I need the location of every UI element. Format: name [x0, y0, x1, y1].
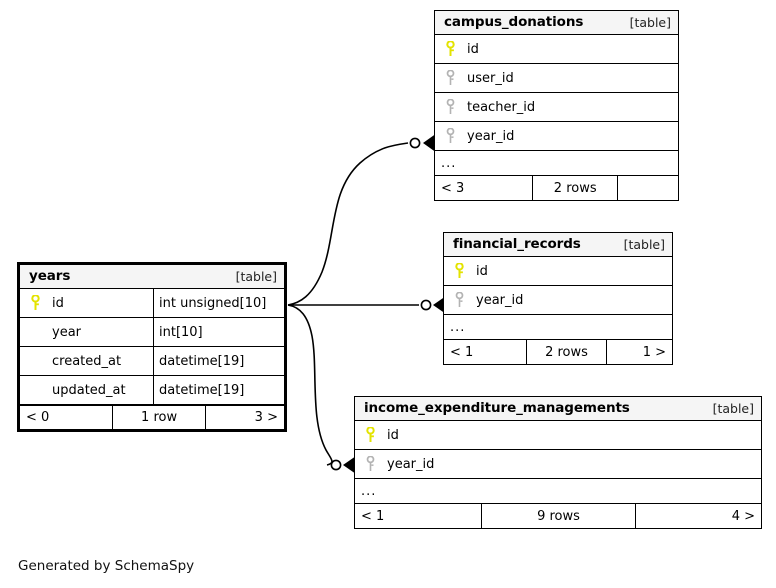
- row-count: 1 row: [112, 406, 204, 429]
- column-name: updated_at: [52, 382, 126, 398]
- foreign-key-icon: [450, 292, 468, 308]
- table-footer-financial_records: < 1 2 rows 1 >: [444, 340, 672, 364]
- table-kind-label: [table]: [235, 268, 277, 284]
- parent-count[interactable]: < 1: [361, 508, 385, 524]
- relationship-years-financial_records: [288, 296, 447, 314]
- optional-marker-icon: [330, 459, 342, 471]
- column-type: int unsigned[10]: [153, 289, 284, 317]
- table-header-income_expenditure_managements: income_expenditure_managements [table]: [355, 397, 761, 421]
- table-row[interactable]: id: [444, 257, 672, 286]
- more-columns-indicator[interactable]: ...: [444, 315, 672, 340]
- table-footer-campus_donations: < 3 2 rows: [435, 176, 678, 200]
- parent-count[interactable]: < 1: [450, 344, 474, 360]
- optional-marker-icon: [420, 299, 432, 311]
- child-count[interactable]: 4 >: [635, 504, 761, 528]
- more-columns-indicator[interactable]: ...: [355, 479, 761, 504]
- table-card-campus_donations[interactable]: campus_donations [table] id: [434, 10, 679, 201]
- column-name: created_at: [52, 353, 122, 369]
- column-name: year_id: [467, 128, 515, 144]
- table-row[interactable]: teacher_id: [435, 93, 678, 122]
- relationship-years-campus_donations: [287, 133, 438, 306]
- foreign-key-icon: [361, 456, 379, 472]
- table-row[interactable]: id: [435, 35, 678, 64]
- table-row[interactable]: id: [355, 421, 761, 450]
- primary-key-icon: [26, 295, 44, 311]
- table-footer-years: < 0 1 row 3 >: [20, 405, 284, 429]
- table-row[interactable]: year_id: [355, 450, 761, 479]
- primary-key-icon: [450, 263, 468, 279]
- table-title-income_expenditure_managements: income_expenditure_managements: [364, 400, 630, 416]
- column-name: id: [467, 41, 479, 57]
- parent-count[interactable]: < 0: [26, 410, 50, 425]
- table-kind-label: [table]: [712, 400, 754, 416]
- primary-key-icon: [441, 41, 459, 57]
- table-row[interactable]: year_id: [435, 122, 678, 151]
- primary-key-icon: [361, 427, 379, 443]
- foreign-key-icon: [441, 99, 459, 115]
- table-kind-label: [table]: [629, 14, 671, 30]
- row-count: 9 rows: [480, 504, 635, 528]
- table-header-years: years [table]: [20, 265, 284, 289]
- relationship-years-income_expenditure_managements: [287, 304, 357, 474]
- foreign-key-icon: [441, 128, 459, 144]
- column-name: id: [387, 427, 399, 443]
- child-count[interactable]: 3 >: [204, 406, 284, 429]
- table-title-financial_records: financial_records: [453, 236, 581, 252]
- table-card-years[interactable]: years [table] id int unsigned[10] year: [17, 262, 287, 432]
- column-name: teacher_id: [467, 99, 536, 115]
- table-title-years: years: [29, 268, 71, 284]
- table-title-campus_donations: campus_donations: [444, 14, 584, 30]
- table-card-financial_records[interactable]: financial_records [table] id: [443, 232, 673, 365]
- more-columns-indicator[interactable]: ...: [435, 151, 678, 176]
- column-name: year_id: [476, 292, 524, 308]
- child-count[interactable]: 1 >: [605, 340, 672, 364]
- table-row[interactable]: year_id: [444, 286, 672, 315]
- parent-count[interactable]: < 3: [441, 180, 465, 196]
- column-name: id: [52, 295, 64, 311]
- table-footer-income_expenditure_managements: < 1 9 rows 4 >: [355, 504, 761, 528]
- column-name: user_id: [467, 70, 514, 86]
- optional-marker-icon: [409, 137, 421, 149]
- foreign-key-icon: [441, 70, 459, 86]
- column-type: datetime[19]: [153, 347, 284, 375]
- table-kind-label: [table]: [623, 236, 665, 252]
- table-header-campus_donations: campus_donations [table]: [435, 11, 678, 35]
- table-row[interactable]: user_id: [435, 64, 678, 93]
- row-count: 2 rows: [532, 176, 617, 200]
- table-row[interactable]: year int[10]: [20, 318, 284, 347]
- generated-by-credit: Generated by SchemaSpy: [18, 558, 195, 574]
- child-count[interactable]: [617, 176, 678, 200]
- table-header-financial_records: financial_records [table]: [444, 233, 672, 257]
- row-count: 2 rows: [526, 340, 606, 364]
- column-name: id: [476, 263, 488, 279]
- table-card-income_expenditure_managements[interactable]: income_expenditure_managements [table] i…: [354, 396, 762, 529]
- table-row[interactable]: id int unsigned[10]: [20, 289, 284, 318]
- column-type: datetime[19]: [153, 376, 284, 404]
- column-name: year_id: [387, 456, 435, 472]
- column-type: int[10]: [153, 318, 284, 346]
- table-row[interactable]: created_at datetime[19]: [20, 347, 284, 376]
- table-row[interactable]: updated_at datetime[19]: [20, 376, 284, 405]
- column-name: year: [52, 324, 82, 340]
